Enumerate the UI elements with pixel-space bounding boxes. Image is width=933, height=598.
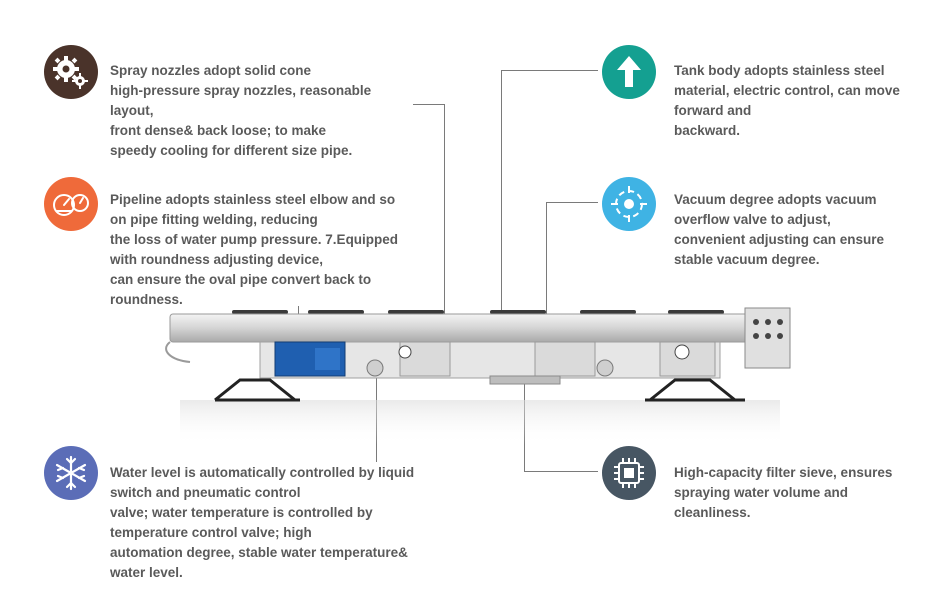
feature-pipeline-text: Pipeline adopts stainless steel elbow an… xyxy=(110,192,399,307)
connector-line xyxy=(546,202,547,324)
connector-line xyxy=(546,202,598,203)
gauges-icon xyxy=(44,177,98,231)
connector-line xyxy=(524,471,598,472)
crosshair-icon xyxy=(602,177,656,231)
feature-spray-nozzles-text: Spray nozzles adopt solid cone high-pres… xyxy=(110,63,372,158)
chip-icon xyxy=(602,446,656,500)
feature-water-level-text: Water level is automatically controlled … xyxy=(110,465,415,580)
arrow-up-icon xyxy=(602,45,656,99)
connector-line xyxy=(501,70,502,318)
snowflake-icon xyxy=(44,446,98,500)
cooling-tank-machine-image xyxy=(160,300,800,450)
feature-filter-sieve-text: High-capacity filter sieve, ensures spra… xyxy=(674,465,893,520)
gears-icon xyxy=(44,45,98,99)
connector-line xyxy=(413,104,445,105)
connector-line xyxy=(444,104,445,326)
connector-line xyxy=(501,70,598,71)
feature-vacuum-text: Vacuum degree adopts vacuum overflow val… xyxy=(674,192,885,267)
feature-tank-body-text: Tank body adopts stainless steel materia… xyxy=(674,63,900,138)
